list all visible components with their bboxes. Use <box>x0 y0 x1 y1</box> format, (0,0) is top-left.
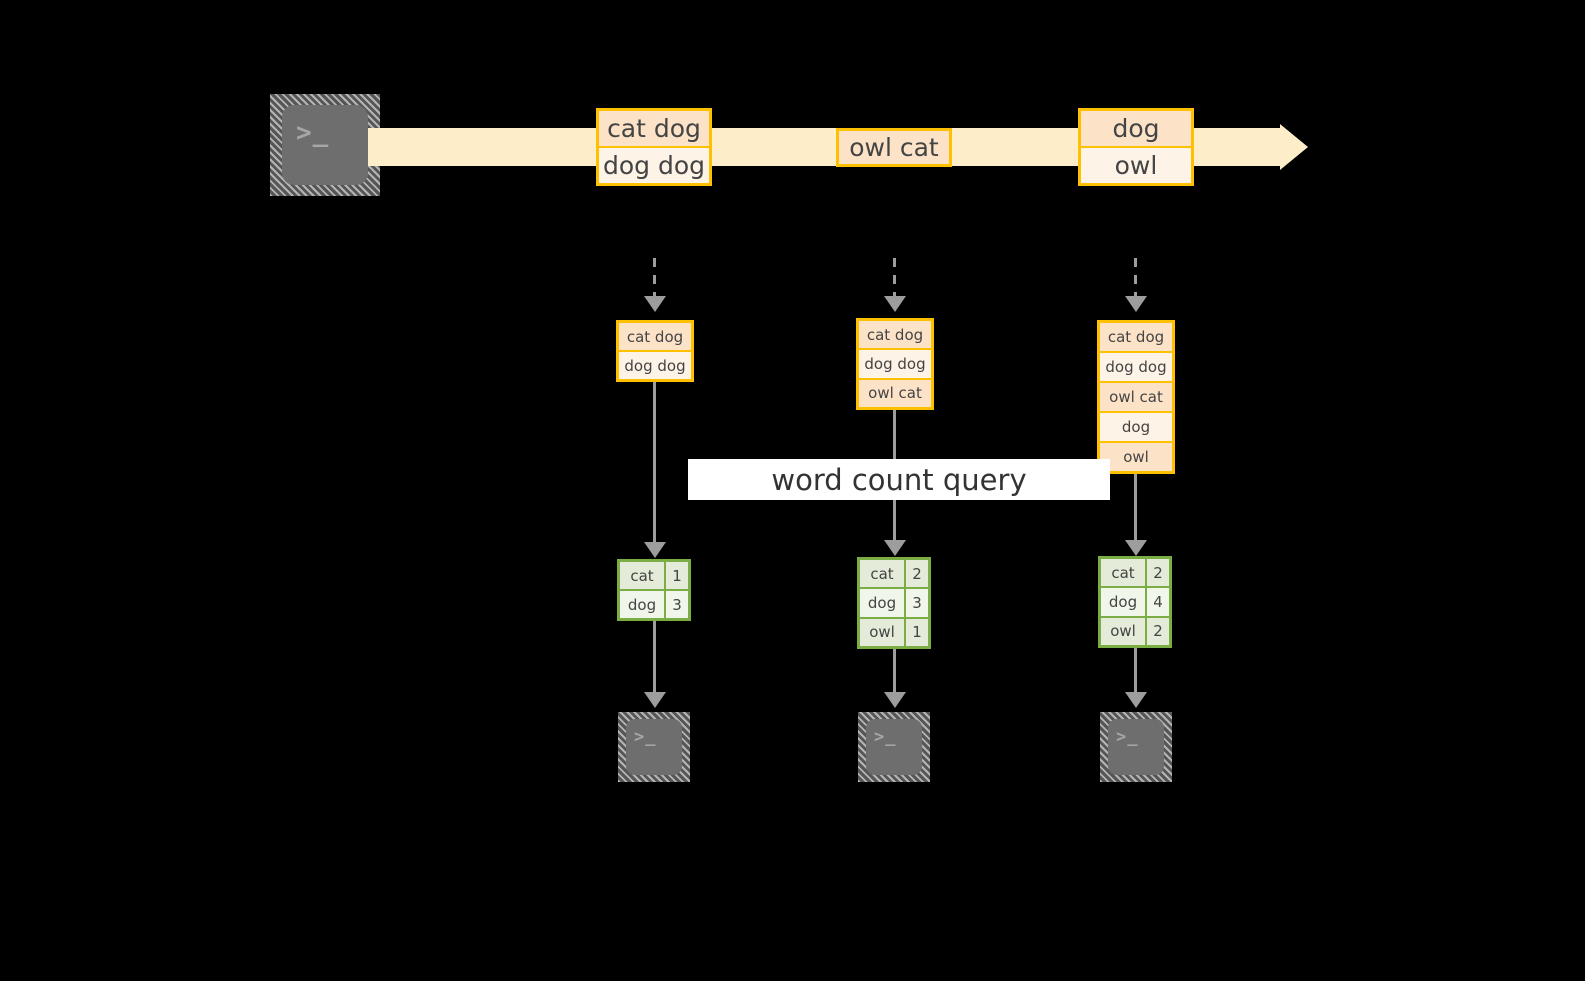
stream-batch-2: owl cat <box>836 128 952 167</box>
accumulated-input-2-line-3: owl cat <box>859 379 931 407</box>
connector-result-to-sink-1-arrowhead-icon <box>644 692 666 708</box>
result-table-1-row-2: dog 3 <box>620 591 688 618</box>
terminal-screen <box>1108 719 1164 775</box>
sink-terminal-1-icon: >_ <box>618 712 690 782</box>
connector-result-to-sink-2-arrowhead-icon <box>884 692 906 708</box>
result-word: owl <box>860 618 906 646</box>
accumulated-input-3-line-3: owl cat <box>1100 383 1172 413</box>
connector-stream-to-input-1 <box>653 258 656 300</box>
result-word: cat <box>620 562 666 589</box>
result-table-2-row-3: owl 1 <box>860 618 928 646</box>
result-word: dog <box>860 589 906 617</box>
result-count: 1 <box>906 618 928 646</box>
stream-batch-3-line-2: owl <box>1081 148 1191 183</box>
accumulated-input-1: cat dog dog dog <box>616 320 694 382</box>
terminal-prompt-glyph: >_ <box>874 727 897 747</box>
stream-batch-1-line-1: cat dog <box>599 111 709 148</box>
accumulated-input-1-line-1: cat dog <box>619 323 691 352</box>
connector-input-to-result-1 <box>653 382 656 545</box>
result-count: 1 <box>666 562 688 589</box>
accumulated-input-2: cat dog dog dog owl cat <box>856 318 934 410</box>
result-table-3-row-2: dog 4 <box>1101 588 1169 618</box>
stream-batch-3: dog owl <box>1078 108 1194 186</box>
accumulated-input-2-line-2: dog dog <box>859 350 931 380</box>
connector-stream-to-input-2 <box>893 258 896 300</box>
result-count: 3 <box>906 589 928 617</box>
result-word: dog <box>620 591 666 618</box>
stream-batch-1: cat dog dog dog <box>596 108 712 186</box>
result-word: cat <box>860 560 906 588</box>
connector-input-to-result-1-arrowhead-icon <box>644 542 666 558</box>
accumulated-input-3-line-5: owl <box>1100 443 1172 471</box>
result-count: 2 <box>1147 559 1169 587</box>
result-table-3-row-3: owl 2 <box>1101 617 1169 645</box>
result-table-3: cat 2 dog 4 owl 2 <box>1098 556 1172 648</box>
query-label: word count query <box>688 459 1110 500</box>
result-count: 4 <box>1147 588 1169 616</box>
connector-input-to-result-2-arrowhead-icon <box>884 540 906 556</box>
accumulated-input-3-line-1: cat dog <box>1100 323 1172 353</box>
stream-batch-3-line-1: dog <box>1081 111 1191 148</box>
result-word: owl <box>1101 617 1147 645</box>
result-count: 2 <box>906 560 928 588</box>
result-word: cat <box>1101 559 1147 587</box>
connector-result-to-sink-1 <box>653 621 656 696</box>
result-count: 2 <box>1147 617 1169 645</box>
result-count: 3 <box>666 591 688 618</box>
connector-input-to-result-3-arrowhead-icon <box>1125 540 1147 556</box>
stream-arrowhead-icon <box>1280 124 1308 170</box>
accumulated-input-3-line-4: dog <box>1100 413 1172 443</box>
sink-terminal-3-icon: >_ <box>1100 712 1172 782</box>
connector-stream-to-input-2-arrowhead-icon <box>884 296 906 312</box>
terminal-prompt-glyph: >_ <box>634 727 657 747</box>
result-word: dog <box>1101 588 1147 616</box>
source-terminal-icon: >_ <box>270 94 380 196</box>
terminal-screen <box>866 719 922 775</box>
connector-stream-to-input-3 <box>1134 258 1137 300</box>
terminal-prompt-glyph: >_ <box>296 118 330 148</box>
terminal-prompt-glyph: >_ <box>1116 727 1139 747</box>
accumulated-input-3: cat dog dog dog owl cat dog owl <box>1097 320 1175 474</box>
result-table-3-row-1: cat 2 <box>1101 559 1169 589</box>
connector-stream-to-input-1-arrowhead-icon <box>644 296 666 312</box>
connector-result-to-sink-3 <box>1134 648 1137 696</box>
result-table-1-row-1: cat 1 <box>620 562 688 591</box>
terminal-screen <box>626 719 682 775</box>
result-table-1: cat 1 dog 3 <box>617 559 691 621</box>
stream-batch-2-line-1: owl cat <box>839 131 949 164</box>
accumulated-input-3-line-2: dog dog <box>1100 353 1172 383</box>
accumulated-input-1-line-2: dog dog <box>619 352 691 379</box>
result-table-2-row-1: cat 2 <box>860 560 928 590</box>
connector-stream-to-input-3-arrowhead-icon <box>1125 296 1147 312</box>
result-table-2: cat 2 dog 3 owl 1 <box>857 557 931 649</box>
sink-terminal-2-icon: >_ <box>858 712 930 782</box>
connector-input-to-result-3 <box>1134 474 1137 543</box>
accumulated-input-2-line-1: cat dog <box>859 321 931 351</box>
stream-batch-1-line-2: dog dog <box>599 148 709 183</box>
connector-result-to-sink-3-arrowhead-icon <box>1125 692 1147 708</box>
terminal-screen <box>282 105 368 185</box>
result-table-2-row-2: dog 3 <box>860 589 928 619</box>
connector-result-to-sink-2 <box>893 649 896 696</box>
